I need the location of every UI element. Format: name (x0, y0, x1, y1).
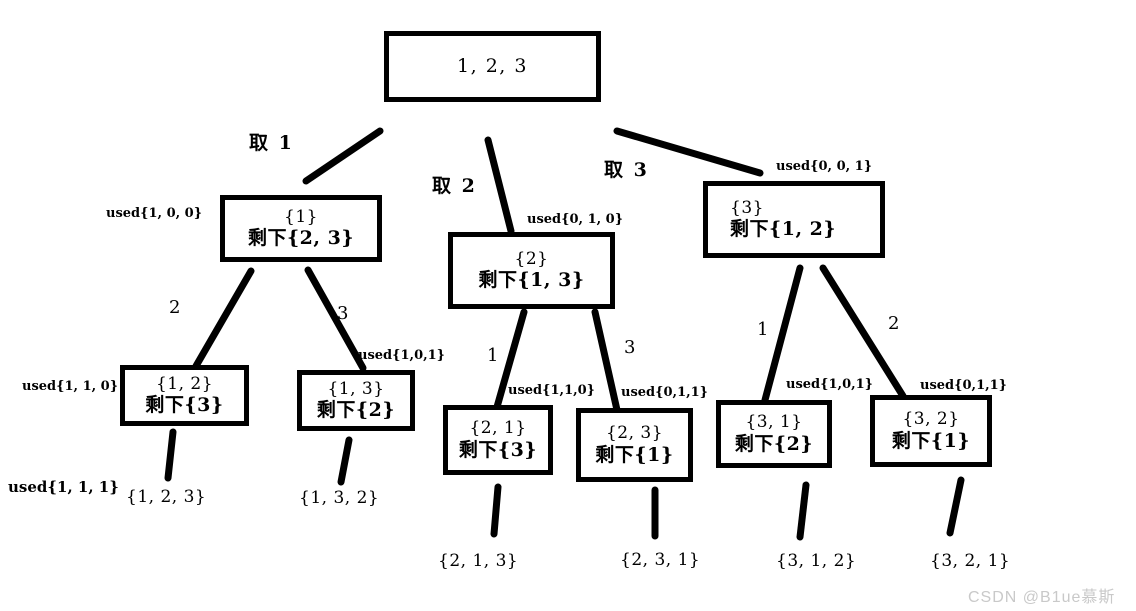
watermark: CSDN @B1ue慕斯 (968, 589, 1116, 606)
edge-c3-to-leaf3 (490, 483, 502, 538)
edge-root-to-n1 (302, 127, 384, 185)
node-level1-3-line2: 剩下{1, 2} (730, 218, 837, 241)
node-level2-5-line2: 剩下{2} (734, 432, 814, 455)
node-level2-2: {1, 3} 剩下{2} (297, 370, 415, 431)
used-label-level1-2: used{0, 1, 0} (527, 212, 624, 227)
node-level1-2-line1: {2} (514, 248, 549, 269)
node-root: 1, 2, 3 (384, 31, 601, 102)
used-label-level2-2: used{1,0,1} (358, 348, 446, 363)
edge-label-pick-2: 取 2 (432, 175, 477, 197)
used-label-level2-6: used{0,1,1} (920, 378, 1008, 393)
leaf-6: {3, 2, 1} (930, 551, 1011, 571)
edge-label-level2-5: 1 (757, 319, 769, 340)
node-level1-1-line2: 剩下{2, 3} (247, 227, 355, 250)
used-label-level2-1: used{1, 1, 0} (22, 379, 119, 394)
edge-c2-to-leaf2 (337, 436, 353, 486)
node-level2-6-line2: 剩下{1} (891, 429, 971, 452)
node-level2-4: {2, 3} 剩下{1} (576, 408, 693, 482)
node-level2-3-line2: 剩下{3} (458, 438, 538, 461)
node-root-text: 1, 2, 3 (457, 54, 528, 77)
leaf-4: {2, 3, 1} (620, 550, 701, 570)
node-level1-1-line1: {1} (284, 206, 318, 227)
edge-label-pick-3: 取 3 (604, 159, 649, 181)
node-level2-5-line1: {3, 1} (745, 412, 803, 433)
edge-n2-to-c4 (591, 308, 621, 414)
node-level2-4-line2: 剩下{1} (595, 443, 674, 466)
leaf-2: {1, 3, 2} (299, 488, 380, 508)
node-level1-2-line2: 剩下{1, 3} (478, 269, 585, 292)
edge-c1-to-leaf1 (164, 428, 177, 482)
leaf-5: {3, 1, 2} (776, 551, 857, 571)
used-label-level1-3: used{0, 0, 1} (776, 159, 873, 174)
used-label-level2-5: used{1,0,1} (786, 377, 874, 392)
node-level2-3-line1: {2, 1} (469, 418, 527, 439)
edge-n1-to-c1 (192, 267, 255, 370)
node-level1-3: {3} 剩下{1, 2} (703, 181, 885, 258)
node-level1-2: {2} 剩下{1, 3} (448, 232, 615, 309)
used-label-level2-4: used{0,1,1} (621, 385, 709, 400)
edge-label-level2-3: 1 (487, 345, 499, 366)
node-level2-2-line1: {1, 3} (327, 378, 385, 399)
node-level2-3: {2, 1} 剩下{3} (443, 405, 553, 475)
node-level2-1-line1: {1, 2} (155, 373, 214, 394)
edge-c6-to-leaf6 (946, 476, 965, 537)
node-level2-5: {3, 1} 剩下{2} (716, 400, 832, 468)
edge-c5-to-leaf5 (796, 481, 810, 541)
leaf-3: {2, 1, 3} (438, 551, 519, 571)
edge-label-level2-6: 2 (888, 313, 900, 334)
used-label-level1-1: used{1, 0, 0} (106, 206, 203, 221)
node-level2-1-line2: 剩下{3} (145, 394, 224, 417)
node-level2-6: {3, 2} 剩下{1} (870, 395, 992, 467)
node-level1-1: {1} 剩下{2, 3} (220, 195, 382, 262)
edge-root-to-n2 (484, 136, 515, 235)
edge-label-level2-4: 3 (624, 337, 636, 358)
node-level2-4-line1: {2, 3} (605, 423, 664, 444)
used-label-leaf-1: used{1, 1, 1} (8, 478, 119, 496)
node-level1-3-line1: {3} (730, 197, 764, 218)
node-level2-2-line2: 剩下{2} (316, 399, 396, 422)
node-level2-6-line1: {3, 2} (902, 409, 960, 430)
leaf-1: {1, 2, 3} (126, 487, 207, 507)
edge-label-level2-1: 2 (169, 297, 181, 318)
used-label-level2-3: used{1,1,0} (508, 383, 596, 398)
node-level2-1: {1, 2} 剩下{3} (120, 365, 249, 426)
edge-label-pick-1: 取 1 (249, 132, 294, 154)
edge-n1-to-c2 (304, 266, 367, 372)
edge-label-level2-2: 3 (337, 303, 349, 324)
